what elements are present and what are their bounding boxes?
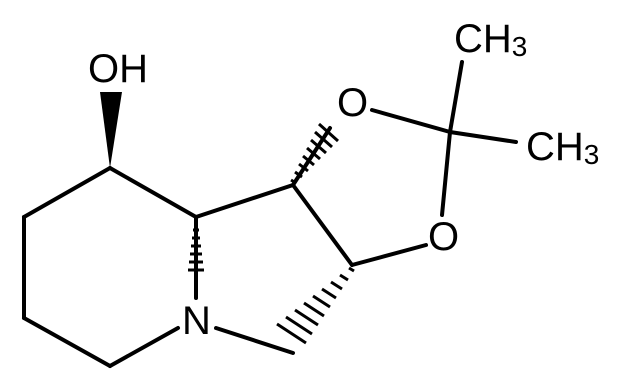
bond-o3-c3a: [350, 243, 428, 267]
bond-n-c5: [214, 326, 295, 355]
hash-bond-c8b: [290, 122, 340, 185]
bond-c4-n: [108, 326, 180, 368]
methyl-top-subscript: 3: [512, 31, 528, 62]
hash-bond-c8a: [188, 220, 204, 272]
methyl-top-label: CH3: [454, 17, 527, 62]
bond-c1-c2: [22, 166, 112, 219]
bond-c2-o3: [440, 130, 452, 217]
hydroxyl-label: OH: [88, 47, 148, 91]
bond-c2-methyl-top: [448, 60, 464, 134]
hash-bond-c3a: [276, 266, 355, 345]
methyl-right-label: CH3: [526, 125, 599, 170]
bond-c2-methyl-right: [448, 130, 518, 144]
bond-o1-c2: [370, 108, 452, 134]
bond-c8b-o1: [291, 126, 332, 187]
ring-oxygen-bottom-label: O: [428, 215, 459, 259]
ring-oxygen-top-label: O: [337, 81, 368, 125]
methyl-right-subscript: 3: [584, 139, 600, 170]
methyl-right-element: CH: [526, 125, 584, 169]
bond-c3-c4: [22, 316, 112, 368]
bond-c8a-c8b: [194, 183, 295, 219]
nitrogen-label: N: [182, 299, 211, 343]
methyl-top-element: CH: [454, 17, 512, 61]
bond-c8b-c3a: [291, 183, 354, 267]
bond-c1-c8a: [108, 166, 198, 219]
wedge-bond-c1-oh: [100, 92, 122, 168]
